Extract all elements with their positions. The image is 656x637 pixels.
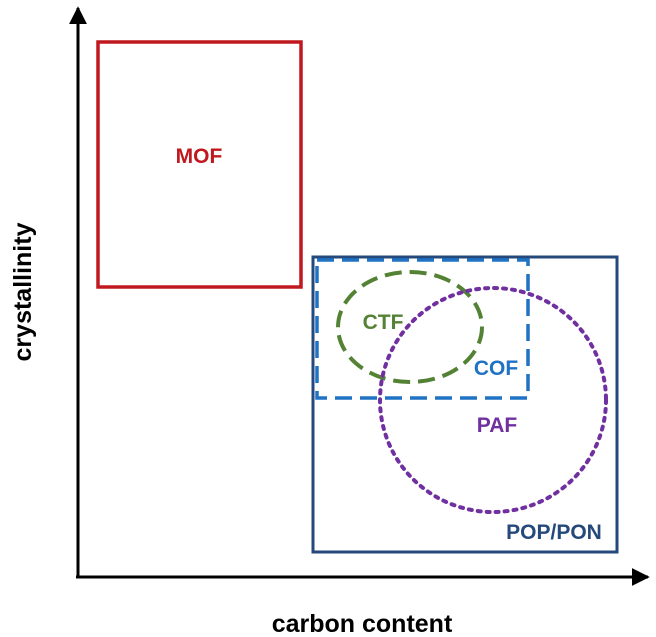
y-axis-label: crystallinity: [9, 222, 37, 361]
paf-label: PAF: [477, 414, 518, 437]
ctf-label: CTF: [363, 311, 404, 334]
pop-pon-label: POP/PON: [506, 521, 602, 544]
mof-region: [96, 40, 303, 289]
ctf-region: [336, 270, 484, 384]
cof-label: COF: [474, 357, 519, 380]
pop-pon-region: [311, 255, 619, 554]
mof-label: MOF: [176, 145, 223, 168]
paf-region: [378, 286, 608, 514]
cof-region: [315, 258, 530, 400]
x-axis-label: carbon content: [272, 610, 453, 637]
